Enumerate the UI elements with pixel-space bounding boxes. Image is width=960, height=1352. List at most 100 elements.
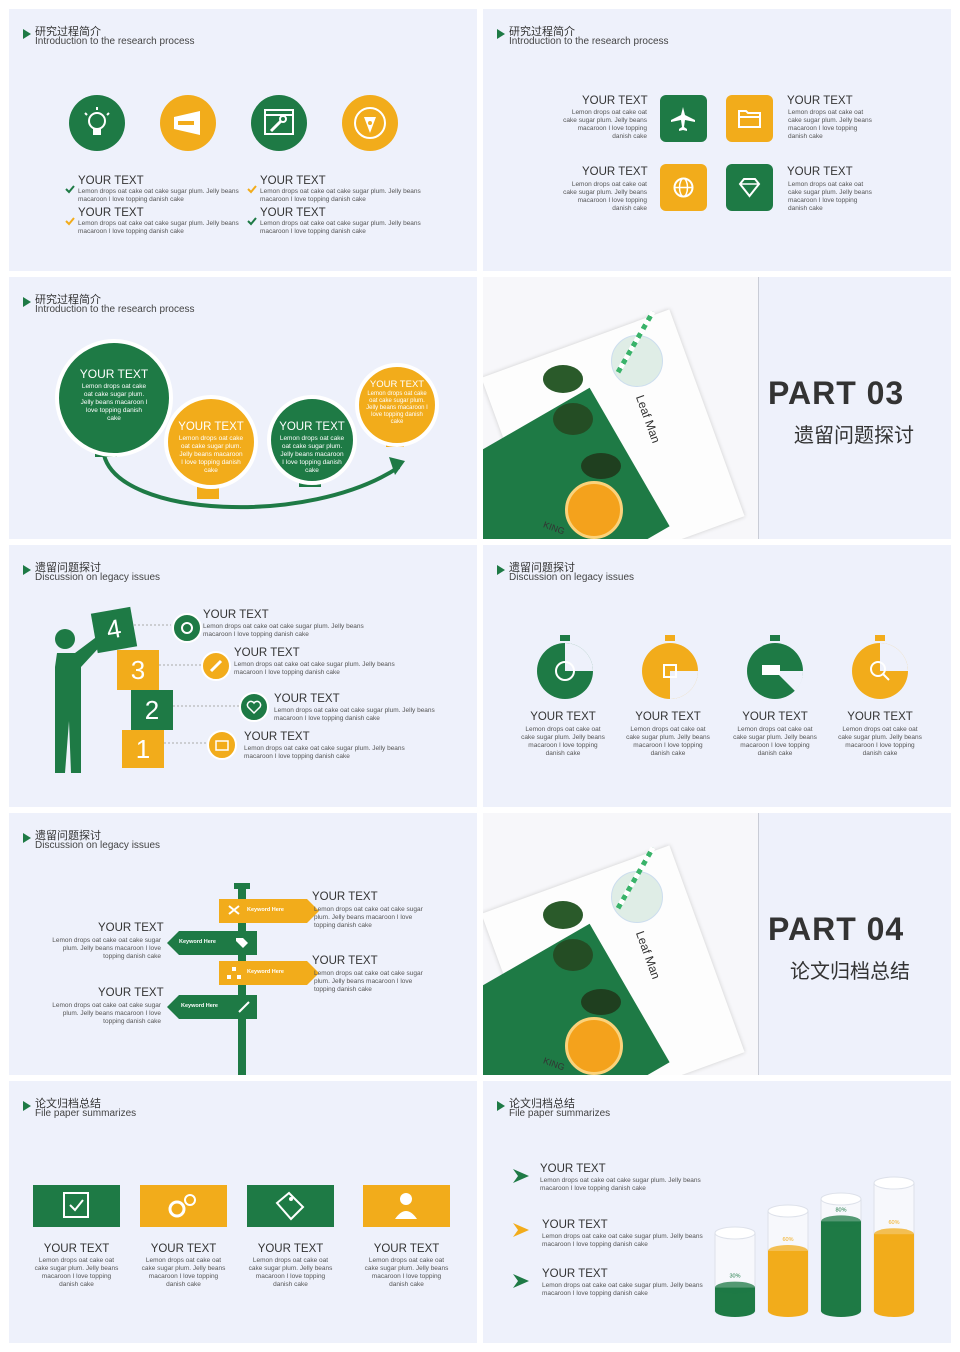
item-body: Lemon drops oat cake oat cake sugar plum… bbox=[366, 391, 428, 425]
folder-icon bbox=[726, 95, 773, 142]
photo-background: Leaf Man KING bbox=[483, 277, 758, 539]
item-body: Lemon drops oat cake oat cake sugar plum… bbox=[260, 188, 421, 203]
item-body: Lemon drops oat cake oat cake sugar plum… bbox=[203, 623, 364, 638]
item-title: YOUR TEXT bbox=[98, 987, 164, 999]
chart-bar bbox=[873, 1176, 915, 1317]
photo-background: Leaf Man KING bbox=[483, 813, 758, 1075]
item-title: YOUR TEXT bbox=[373, 1243, 440, 1255]
item-body: Lemon drops oat cake oat cake sugar plum… bbox=[542, 1282, 703, 1297]
header-subtitle: Introduction to the research process bbox=[35, 36, 195, 47]
item-body: Lemon drops oat cake oat cake sugar plum… bbox=[540, 1177, 701, 1192]
leaf-image bbox=[543, 365, 583, 393]
item-title: YOUR TEXT bbox=[540, 1163, 606, 1175]
item-body: Lemon drops oat cake oat cake sugar plum… bbox=[52, 937, 161, 960]
chart-data-label: 60% bbox=[782, 1237, 793, 1243]
item-title: YOUR TEXT bbox=[257, 1243, 324, 1255]
stopwatch-box-icon bbox=[642, 635, 698, 699]
header-title: 研究过程简介 bbox=[35, 294, 101, 306]
slide-summary-icons: 论文归档总结 File paper summarizes YOUR TEXT L… bbox=[9, 1081, 477, 1343]
header-arrow-icon bbox=[497, 29, 505, 39]
chart-data-label: 60% bbox=[888, 1220, 899, 1226]
header-title: 遗留问题探讨 bbox=[35, 830, 101, 842]
megaphone-icon bbox=[160, 95, 216, 151]
slide-legacy-steps: 遗留问题探讨 Discussion on legacy issues 4 3 2… bbox=[9, 545, 477, 807]
slide-legacy-timers: 遗留问题探讨 Discussion on legacy issues YOUR … bbox=[483, 545, 951, 807]
header-arrow-icon bbox=[23, 1101, 31, 1111]
item-title: YOUR TEXT bbox=[635, 711, 701, 723]
item-body: Lemon drops oat cake oat cake sugar plum… bbox=[838, 726, 922, 757]
slide-part-04: Leaf Man KING PART 04 论文归档总结 bbox=[483, 813, 951, 1075]
globe-icon bbox=[660, 164, 707, 211]
process-bubble: YOUR TEXT Lemon drops oat cake oat cake … bbox=[267, 395, 357, 485]
item-body: Lemon drops oat cake oat cake sugar plum… bbox=[274, 707, 435, 722]
header-title: 遗留问题探讨 bbox=[509, 562, 575, 574]
airplane-icon bbox=[660, 95, 707, 142]
orange-slice-image bbox=[565, 481, 623, 539]
item-title: YOUR TEXT bbox=[847, 711, 913, 723]
header-arrow-icon bbox=[23, 297, 31, 307]
cylinder-chart: 30% 60% 80% 60% bbox=[714, 1176, 915, 1317]
chart-bar bbox=[767, 1204, 809, 1317]
item-body: Lemon drops oat cake oat cake sugar plum… bbox=[234, 661, 395, 676]
item-title: YOUR TEXT bbox=[369, 379, 425, 390]
lightbulb-icon bbox=[69, 95, 125, 151]
heart-icon bbox=[239, 692, 269, 722]
chart-data-label: 80% bbox=[835, 1207, 846, 1213]
item-title: YOUR TEXT bbox=[274, 693, 340, 705]
sign-keyword: Keyword Here bbox=[247, 969, 284, 975]
person-figure-icon bbox=[55, 629, 105, 773]
item-title: YOUR TEXT bbox=[203, 609, 269, 621]
item-body: Lemon drops oat cake oat cake sugar plum… bbox=[542, 1233, 703, 1248]
item-title: YOUR TEXT bbox=[279, 421, 345, 433]
chevron-right-icon bbox=[513, 1274, 529, 1288]
slide-summary-chart: 论文归档总结 File paper summarizes YOUR TEXT L… bbox=[483, 1081, 951, 1343]
item-body: Lemon drops oat cake oat cake sugar plum… bbox=[279, 435, 345, 474]
item-body: Lemon drops oat cake oat cake sugar plum… bbox=[314, 970, 423, 993]
item-body: Lemon drops oat cake oat cake sugar plum… bbox=[788, 181, 872, 212]
sign-keyword: Keyword Here bbox=[179, 939, 216, 945]
item-body: Lemon drops oat cake oat cake sugar plum… bbox=[141, 1257, 226, 1288]
signpost-cap bbox=[234, 883, 250, 889]
item-title: YOUR TEXT bbox=[787, 166, 853, 178]
orange-slice-image bbox=[565, 1017, 623, 1075]
check-icon bbox=[65, 185, 75, 194]
item-title: YOUR TEXT bbox=[150, 1243, 217, 1255]
item-body: Lemon drops oat cake oat cake sugar plum… bbox=[80, 383, 148, 422]
sign-right-1 bbox=[219, 899, 319, 923]
divider bbox=[758, 277, 759, 539]
leaf-image bbox=[581, 989, 621, 1015]
process-bubble: YOUR TEXT Lemon drops oat cake oat cake … bbox=[355, 363, 439, 447]
header-arrow-icon bbox=[23, 29, 31, 39]
item-body: Lemon drops oat cake oat cake sugar plum… bbox=[733, 726, 817, 757]
item-body: Lemon drops oat cake oat cake sugar plum… bbox=[563, 181, 647, 212]
divider bbox=[758, 813, 759, 1075]
sign-left-1 bbox=[167, 931, 257, 955]
header-arrow-icon bbox=[23, 565, 31, 575]
header-arrow-icon bbox=[23, 833, 31, 843]
item-title: YOUR TEXT bbox=[787, 95, 853, 107]
item-body: Lemon drops oat cake oat cake sugar plum… bbox=[248, 1257, 333, 1288]
sign-keyword: Keyword Here bbox=[247, 907, 284, 913]
item-body: Lemon drops oat cake oat cake sugar plum… bbox=[260, 220, 421, 235]
item-title: YOUR TEXT bbox=[742, 711, 808, 723]
header-subtitle: Discussion on legacy issues bbox=[509, 572, 635, 583]
chart-data-label: 30% bbox=[729, 1274, 740, 1280]
calendar-check-icon bbox=[33, 1185, 120, 1227]
item-body: Lemon drops oat cake oat cake sugar plum… bbox=[626, 726, 710, 757]
slide-part-03: Leaf Man KING PART 03 遗留问题探讨 bbox=[483, 277, 951, 539]
item-title: YOUR TEXT bbox=[530, 711, 596, 723]
check-icon bbox=[247, 185, 257, 194]
part-number: PART 03 bbox=[768, 375, 905, 411]
header-subtitle: File paper summarizes bbox=[509, 1108, 611, 1119]
sign-left-2 bbox=[167, 995, 257, 1019]
header-arrow-icon bbox=[497, 1101, 505, 1111]
item-body: Lemon drops oat cake oat cake sugar plum… bbox=[364, 1257, 449, 1288]
tools-icon bbox=[228, 905, 240, 915]
header-title: 论文归档总结 bbox=[35, 1098, 101, 1110]
stopwatch-bulb-icon bbox=[537, 635, 593, 699]
worker-icon bbox=[363, 1185, 450, 1227]
gear-icon bbox=[172, 613, 202, 643]
chevron-right-icon bbox=[513, 1169, 529, 1183]
step-block-3: 3 bbox=[117, 650, 159, 690]
sign-right-2 bbox=[219, 961, 319, 985]
